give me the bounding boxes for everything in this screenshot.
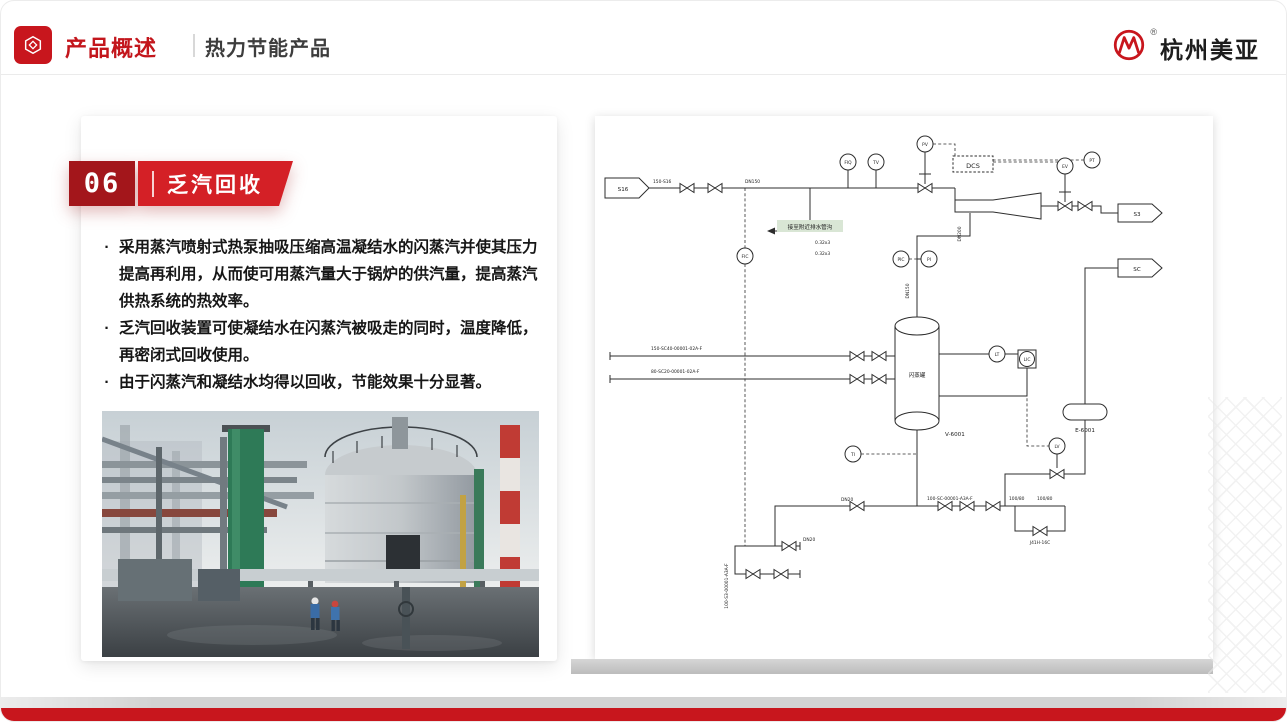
instrument-tag: PT <box>1089 158 1095 164</box>
pid-sc: SC <box>1133 267 1141 273</box>
instrument-tag: PV <box>922 142 928 148</box>
pid-labels: 150-S16 DN150 接至附近排水管沟 0.32x3 0.32x3 DN2… <box>651 179 1053 609</box>
heat-exchanger <box>1062 403 1108 421</box>
footer-red-bar <box>1 708 1286 721</box>
pid-vessel-name: 闪蒸罐 <box>909 371 926 379</box>
brand-logo: ® 杭州美亚 <box>1111 27 1260 65</box>
bullet-marker: · <box>104 374 110 391</box>
instrument-tag: EV <box>1062 164 1068 170</box>
bullet-text: 采用蒸汽喷射式热泵抽吸压缩高温凝结水的闪蒸汽并使其压力提高再利用，从而使可用蒸汽… <box>119 239 538 310</box>
diamond-watermark <box>1208 397 1282 693</box>
instrument-tag: TV <box>872 160 879 166</box>
product-cube-icon <box>14 26 52 64</box>
pid-spec-b: 0.32x3 <box>815 251 830 257</box>
section-title: 乏汽回收 <box>138 161 293 206</box>
bullet-text: 乏汽回收装置可使凝结水在闪蒸汽被吸走的同时，温度降低，再密闭式回收使用。 <box>119 320 538 364</box>
instrument-tag: LIC <box>1024 357 1031 363</box>
pid-size-a: 100/80 <box>1009 496 1025 502</box>
instrument-tag: TI <box>850 452 855 458</box>
pid-diagram-page: 闪蒸罐 V-6001 E-6001 DCS S16 S3 SC <box>595 116 1213 659</box>
pid-s3: S3 <box>1133 212 1141 218</box>
pid-riser-label: 100-S3-00001-A3A-F <box>724 563 730 609</box>
workers <box>310 597 340 631</box>
bullet-marker: · <box>104 320 110 337</box>
pid-line-s16: 150-S16 <box>653 179 672 185</box>
pid-drain-note: 接至附近排水管沟 <box>788 223 833 231</box>
page-subtitle: 热力节能产品 <box>205 38 331 60</box>
site-photo-art <box>102 411 539 657</box>
diagram-shadow-bar <box>571 659 1213 674</box>
instrument-tag: FIC <box>742 254 749 260</box>
section-number: 06 <box>69 161 135 206</box>
pid-size-b: 100/80 <box>1037 496 1053 502</box>
pid-valves <box>679 173 1093 579</box>
brand-m-icon <box>1114 29 1145 61</box>
instrument-tag: PI <box>927 257 931 263</box>
badge-separator <box>152 171 154 197</box>
stream-box-s16 <box>604 177 650 199</box>
stream-box-s3 <box>1117 203 1163 223</box>
cube-glyph <box>24 35 42 55</box>
bullet-list: · 采用蒸汽喷射式热泵抽吸压缩高温凝结水的闪蒸汽并使其压力提高再利用，从而使可用… <box>102 234 544 396</box>
pid-s16: S16 <box>618 187 629 193</box>
bullet-text: 由于闪蒸汽和凝结水均得以回收，节能效果十分显著。 <box>119 374 492 391</box>
pid-dcs-label: DCS <box>966 162 980 170</box>
pid-process-lines <box>609 187 1118 578</box>
bullet-marker: · <box>104 239 110 256</box>
bullet-item: · 乏汽回收装置可使凝结水在闪蒸汽被吸走的同时，温度降低，再密闭式回收使用。 <box>102 315 544 369</box>
title-divider <box>193 34 195 57</box>
instrument-tag: FIQ <box>844 160 852 166</box>
registered-mark: ® <box>1150 27 1157 37</box>
dcs-box <box>952 155 994 173</box>
pid-dn150-b: DN150 <box>905 283 911 298</box>
bullet-item: · 由于闪蒸汽和凝结水均得以回收，节能效果十分显著。 <box>102 369 544 396</box>
pid-dn20-b: DN20 <box>803 537 815 543</box>
header-divider-line <box>1 74 1286 75</box>
instrument-tag: LT <box>995 352 1000 358</box>
page-title: 产品概述 <box>65 36 158 61</box>
pid-exchanger-tag: E-6001 <box>1075 428 1095 434</box>
pid-feed-line-1: 150-SC40-00001-02A-F <box>651 346 703 352</box>
stream-box-sc <box>1117 258 1163 278</box>
drain-note-highlight <box>777 220 843 232</box>
section-title-text: 乏汽回收 <box>167 173 263 197</box>
brand-name: 杭州美亚 <box>1160 37 1260 63</box>
pid-dn200: DN200 <box>957 226 963 241</box>
bullet-item: · 采用蒸汽喷射式热泵抽吸压缩高温凝结水的闪蒸汽并使其压力提高再利用，从而使可用… <box>102 234 544 315</box>
pid-diagram: 闪蒸罐 V-6001 E-6001 DCS S16 S3 SC <box>604 135 1163 609</box>
pid-dn20-a: DN20 <box>841 497 853 503</box>
footer-gray-strip <box>1 697 1286 708</box>
pid-spec-a: 0.32x3 <box>815 240 830 246</box>
pid-instruments: FIQ TV PV EV PT PIC PI LT LIC LV TI FIC <box>736 135 1101 463</box>
site-photo <box>102 411 539 657</box>
pid-bottom-line: 100-SC-00001-A3A-F <box>927 496 973 502</box>
instrument-tag: LV <box>1055 444 1060 450</box>
section-badge: 06 乏汽回收 <box>69 161 293 206</box>
instrument-tag: PIC <box>897 257 904 263</box>
pid-valve-model: J41H-16C <box>1029 540 1050 546</box>
pid-dn150-a: DN150 <box>745 179 760 185</box>
pid-feed-line-2: 80-SC20-00001-02A-F <box>651 369 700 375</box>
pid-vessel-tag: V-6001 <box>945 432 965 438</box>
flash-vessel: 闪蒸罐 V-6001 <box>894 316 965 438</box>
